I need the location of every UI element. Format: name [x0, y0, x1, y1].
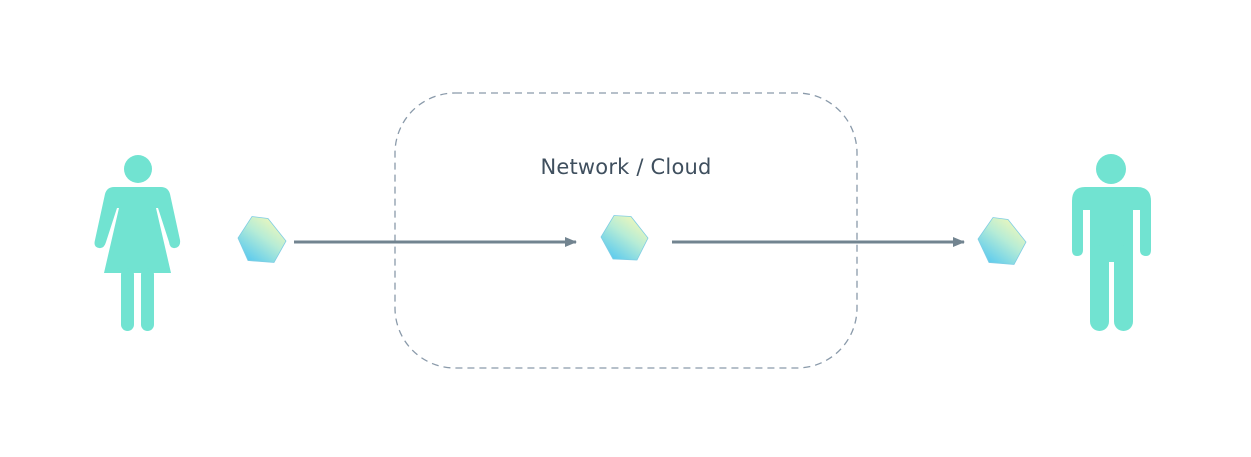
hexagon-packet-icon	[237, 216, 287, 263]
female-person-icon	[94, 155, 181, 331]
network-cloud-label: Network / Cloud	[540, 155, 712, 179]
network-cloud-boundary	[394, 92, 858, 369]
male-person-icon	[1072, 154, 1151, 331]
hexagon-packet-icon	[977, 217, 1027, 265]
hexagon-packet-icon	[600, 215, 649, 261]
